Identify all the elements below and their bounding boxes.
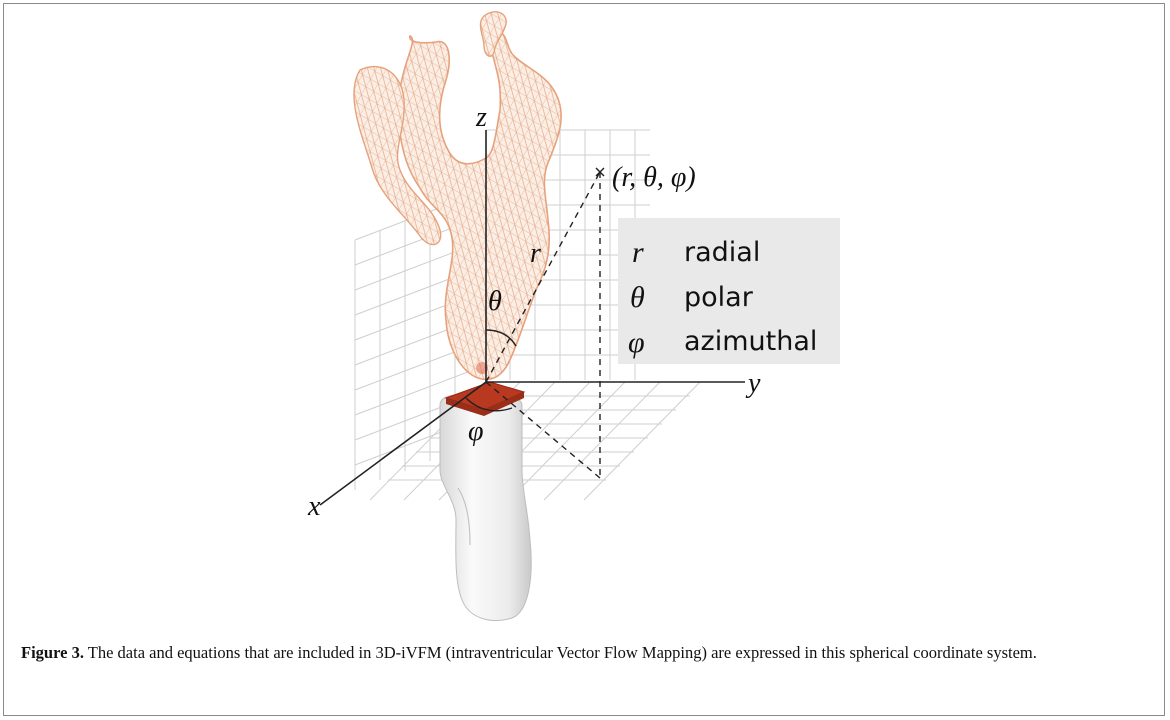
z-axis-label: z — [475, 102, 487, 133]
floor-grid — [370, 382, 700, 500]
legend-symbol-azimuthal: φ — [628, 326, 645, 359]
figure-diagram: z y x (r, θ, φ) r θ φ r radial θ polar φ… — [0, 0, 1170, 640]
y-axis-label: y — [745, 368, 761, 399]
caption-label: Figure 3. — [21, 643, 84, 662]
legend: r radial θ polar φ azimuthal — [618, 218, 840, 364]
legend-symbol-polar: θ — [630, 281, 645, 314]
legend-word-polar: polar — [684, 282, 754, 313]
legend-word-radial: radial — [684, 237, 760, 268]
x-axis-label: x — [307, 491, 321, 522]
ultrasound-probe — [440, 382, 531, 621]
legend-symbol-radial: r — [632, 236, 644, 269]
azimuth-symbol: φ — [468, 416, 484, 447]
caption-text: The data and equations that are included… — [84, 643, 1037, 662]
polar-symbol: θ — [488, 286, 502, 317]
legend-word-azimuthal: azimuthal — [684, 326, 817, 357]
heart-mesh — [354, 12, 561, 380]
point-label: (r, θ, φ) — [612, 162, 696, 193]
figure-caption: Figure 3. The data and equations that ar… — [21, 642, 1151, 664]
radius-symbol: r — [530, 238, 541, 269]
